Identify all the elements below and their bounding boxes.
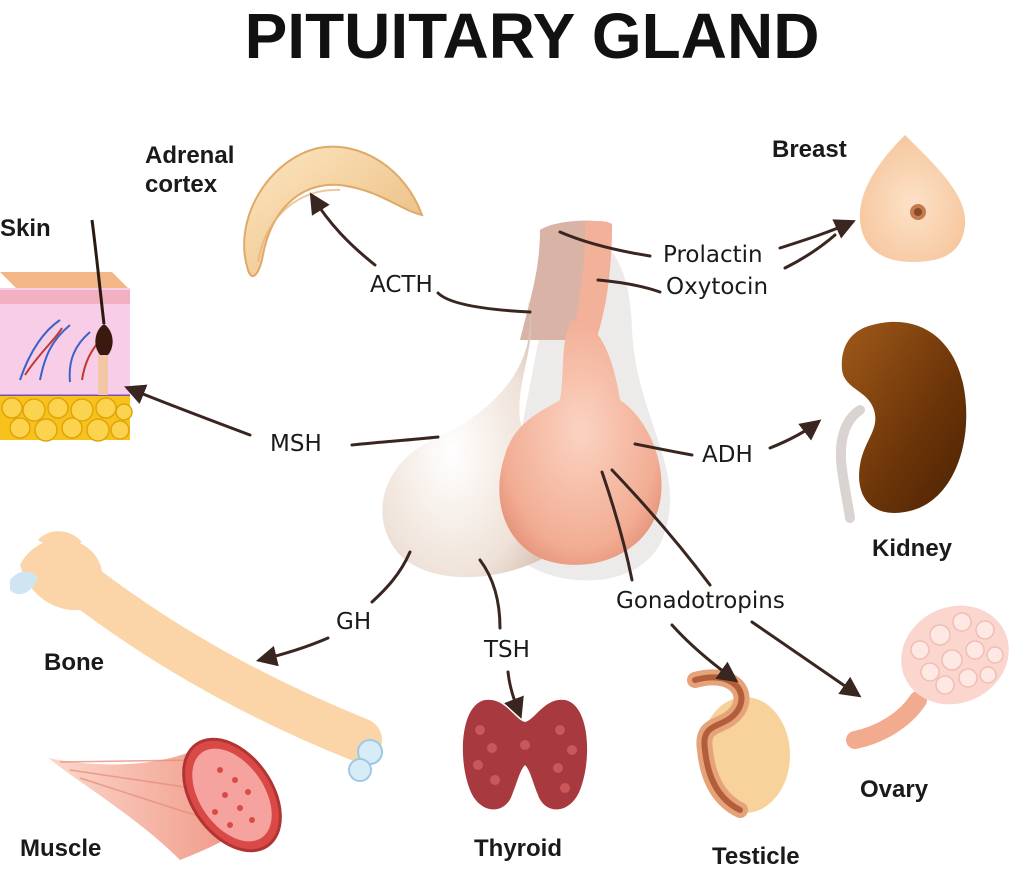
skin-illustration bbox=[0, 219, 133, 442]
thyroid-label: Thyroid bbox=[474, 835, 562, 862]
ovary-arrow bbox=[750, 620, 862, 698]
pituitary-gland bbox=[382, 220, 671, 581]
testicle-label: Testicle bbox=[712, 843, 800, 870]
gonadotropins-connector-2 bbox=[610, 468, 712, 587]
skin-label: Skin bbox=[0, 215, 51, 242]
muscle-label: Muscle bbox=[20, 835, 101, 862]
oxytocin-connector bbox=[596, 278, 662, 294]
tsh-connector bbox=[478, 558, 502, 630]
adh-arrow bbox=[768, 419, 822, 450]
adh-label: ADH bbox=[702, 442, 753, 468]
tsh-label: TSH bbox=[483, 637, 530, 663]
gh-connector bbox=[370, 550, 412, 604]
bone-label: Bone bbox=[44, 649, 104, 676]
msh-connector bbox=[350, 435, 440, 447]
tsh-arrow bbox=[504, 670, 524, 719]
adrenal-cortex-illustration bbox=[243, 145, 424, 278]
oxytocin-label: Oxytocin bbox=[666, 274, 768, 300]
ovary-illustration bbox=[846, 605, 1009, 749]
prolactin-label: Prolactin bbox=[663, 242, 763, 268]
page-title: PITUITARY GLAND bbox=[245, 0, 820, 72]
gh-label: GH bbox=[336, 609, 371, 635]
posterior-lobe bbox=[499, 320, 662, 565]
breast-label: Breast bbox=[772, 136, 847, 163]
kidney-label: Kidney bbox=[872, 535, 953, 562]
ovary-label: Ovary bbox=[860, 776, 929, 803]
adrenal-label-line2: cortex bbox=[145, 171, 218, 198]
acth-arrow bbox=[309, 192, 377, 267]
prolactin-connector bbox=[558, 230, 652, 258]
kidney-illustration bbox=[835, 321, 967, 523]
thyroid-illustration bbox=[462, 699, 588, 810]
connectors bbox=[124, 192, 862, 719]
testicle-arrow bbox=[670, 623, 739, 683]
muscle-illustration bbox=[48, 737, 282, 860]
gh-arrow bbox=[255, 636, 330, 667]
msh-label: MSH bbox=[270, 431, 322, 457]
testicle-illustration bbox=[687, 669, 790, 818]
oxytocin-arrow bbox=[783, 233, 837, 270]
gonadotropins-label: Gonadotropins bbox=[616, 588, 785, 614]
msh-arrow bbox=[124, 384, 252, 437]
prolactin-arrow bbox=[778, 219, 856, 250]
adh-connector bbox=[633, 442, 694, 457]
breast-illustration bbox=[859, 135, 966, 262]
acth-connector bbox=[436, 291, 532, 314]
stalk-posterior-strip bbox=[572, 220, 612, 340]
adrenal-label-line1: Adrenal bbox=[145, 142, 234, 169]
gonadotropins-connector-1 bbox=[600, 470, 634, 582]
acth-label: ACTH bbox=[370, 272, 433, 298]
bone-illustration bbox=[10, 531, 383, 782]
